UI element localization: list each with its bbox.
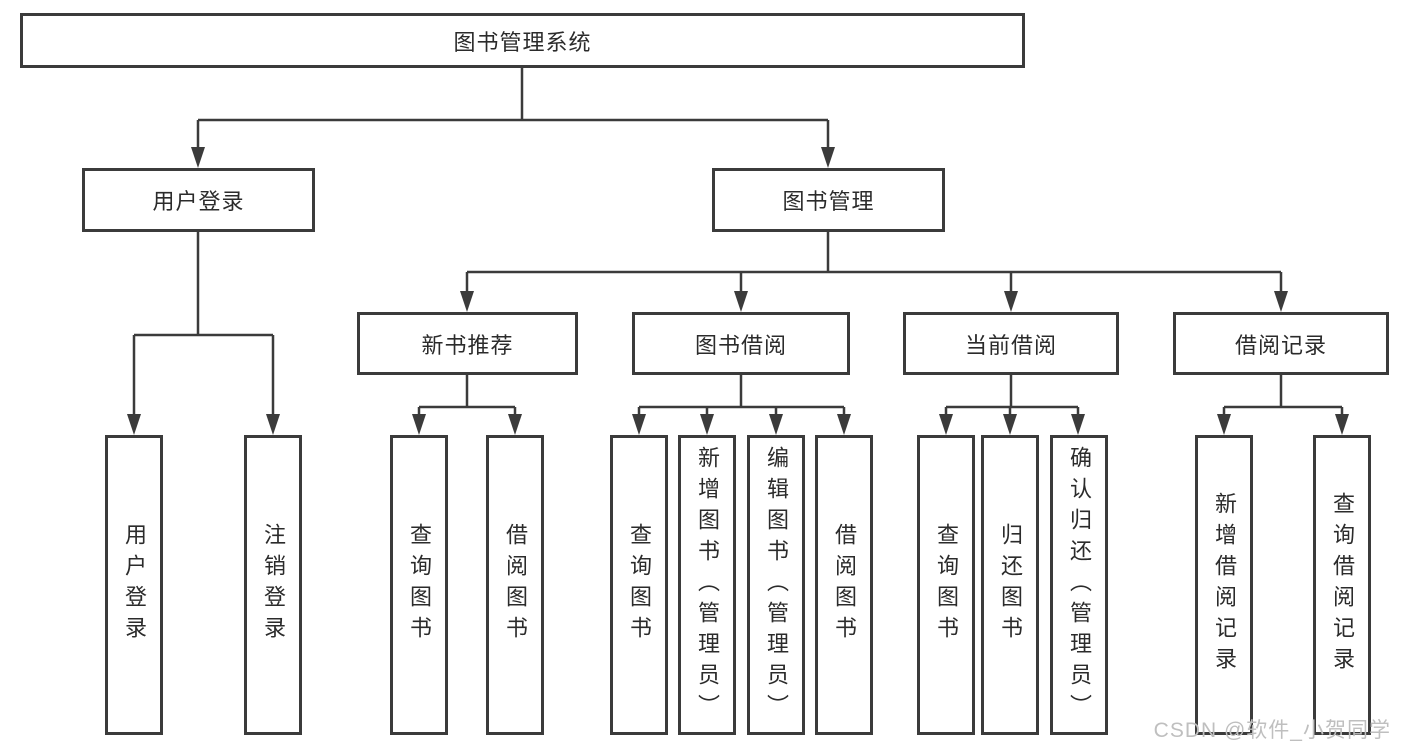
leaf-return-books: 归还图书 [981,435,1039,735]
node-label: 用户登录 [152,189,245,214]
leaf-label: 新增图书（管理员） [695,445,720,725]
leaf-edit-books-admin: 编辑图书（管理员） [747,435,805,735]
arrowhead-icon [821,147,835,168]
leaf-add-books-admin: 新增图书（管理员） [678,435,736,735]
csdn-watermark: CSDN @软件_小贺同学 [1153,719,1391,742]
node-label: 图书管理 [782,189,875,214]
leaf-logout: 注销登录 [244,435,302,735]
arrowhead-icon [1274,291,1288,312]
leaf-label: 注销登录 [261,523,286,647]
arrowhead-icon [460,291,474,312]
node-library-system: 图书管理系统 [20,13,1025,68]
arrowhead-icon [939,414,953,435]
arrowhead-icon [734,291,748,312]
arrowhead-icon [632,414,646,435]
node-new-book-recommend: 新书推荐 [357,312,578,375]
node-label: 借阅记录 [1234,332,1327,358]
leaf-user-login: 用户登录 [105,435,163,735]
node-user-login: 用户登录 [82,168,315,232]
arrowhead-icon [266,414,280,435]
leaf-query-borrow-record: 查询借阅记录 [1313,435,1371,735]
leaf-label: 查询图书 [627,523,652,647]
leaf-query-books: 查询图书 [917,435,975,735]
arrowhead-icon [412,414,426,435]
leaf-label: 查询图书 [934,523,959,647]
node-label: 图书管理系统 [453,29,592,55]
arrowhead-icon [1071,414,1085,435]
leaf-label: 确认归还（管理员） [1067,445,1092,725]
leaf-label: 用户登录 [122,523,147,647]
node-current-borrowing: 当前借阅 [903,312,1119,375]
leaf-add-borrow-record: 新增借阅记录 [1195,435,1253,735]
node-label: 新书推荐 [421,332,514,358]
leaf-label: 查询图书 [407,523,432,647]
arrowhead-icon [1004,291,1018,312]
leaf-borrow-books: 借阅图书 [815,435,873,735]
arrowhead-icon [127,414,141,435]
leaf-label: 借阅图书 [503,523,528,647]
node-borrow-records: 借阅记录 [1173,312,1389,375]
leaf-label: 新增借阅记录 [1212,492,1237,678]
node-label: 当前借阅 [964,332,1057,358]
arrowhead-icon [191,147,205,168]
arrowhead-icon [769,414,783,435]
arrowhead-icon [508,414,522,435]
node-book-borrowing: 图书借阅 [632,312,850,375]
leaf-label: 归还图书 [998,523,1023,647]
arrowhead-icon [837,414,851,435]
leaf-query-books: 查询图书 [610,435,668,735]
leaf-query-books: 查询图书 [390,435,448,735]
node-book-management: 图书管理 [712,168,945,232]
leaf-confirm-return-admin: 确认归还（管理员） [1050,435,1108,735]
arrowhead-icon [1003,414,1017,435]
arrowhead-icon [700,414,714,435]
leaf-label: 编辑图书（管理员） [764,445,789,725]
arrowhead-icon [1335,414,1349,435]
node-label: 图书借阅 [694,332,787,358]
leaf-borrow-books: 借阅图书 [486,435,544,735]
leaf-label: 查询借阅记录 [1330,492,1355,678]
leaf-label: 借阅图书 [832,523,857,647]
arrowhead-icon [1217,414,1231,435]
